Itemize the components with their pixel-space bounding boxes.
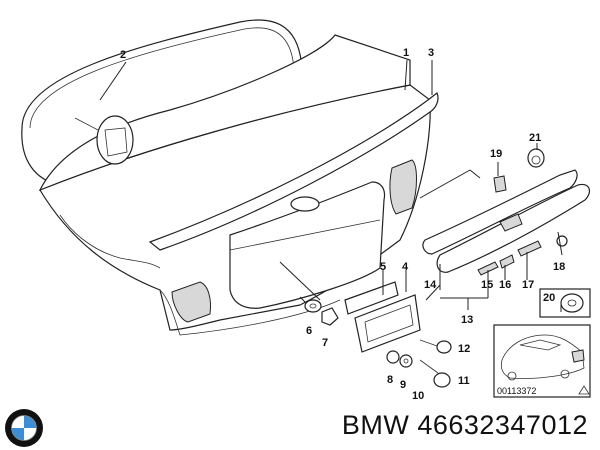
warning-triangle-icon xyxy=(578,385,590,395)
callout-14: 14 xyxy=(424,279,437,291)
callout-5: 5 xyxy=(380,261,386,273)
callout-3: 3 xyxy=(428,47,434,59)
pad-15 xyxy=(477,261,499,276)
callout-9: 9 xyxy=(400,379,406,391)
right-lamp-cutout xyxy=(389,159,417,215)
bmw-logo-icon xyxy=(5,409,43,447)
part-9 xyxy=(399,354,413,368)
callout-6: 6 xyxy=(306,325,312,337)
trim-strip-14 xyxy=(422,169,578,255)
callout-2: 2 xyxy=(120,49,126,61)
part-8 xyxy=(386,350,400,364)
callout-10: 10 xyxy=(412,390,424,402)
callout-8: 8 xyxy=(387,374,393,386)
inset-car-icon xyxy=(500,334,585,379)
lock-detail xyxy=(96,115,134,165)
callout-19: 19 xyxy=(490,148,502,160)
tape-roll-icon xyxy=(560,293,584,313)
spoiler-lip xyxy=(148,92,439,251)
callout-17: 17 xyxy=(522,279,534,291)
callout-4: 4 xyxy=(402,261,409,273)
left-lamp-cutout xyxy=(171,281,211,323)
nut-7 xyxy=(321,307,339,326)
brand-name: BMW xyxy=(341,410,410,440)
callout-21: 21 xyxy=(529,132,541,144)
inset-ref-code: 00113372 xyxy=(497,386,536,396)
plate-backing-5 xyxy=(344,281,399,315)
callout-1: 1 xyxy=(403,47,409,59)
cap-11 xyxy=(433,372,451,388)
trim-handle-13 xyxy=(436,183,591,273)
pad-16 xyxy=(499,254,515,269)
screw-10 xyxy=(419,359,439,374)
callout-15: 15 xyxy=(481,279,493,291)
callout-18: 18 xyxy=(553,261,565,273)
washer-6 xyxy=(304,299,322,313)
clip-19 xyxy=(493,175,507,193)
callout-20: 20 xyxy=(543,292,555,304)
callout-11: 11 xyxy=(458,375,470,387)
plate-recess xyxy=(229,181,386,309)
footer-part-label: BMW 46632347012 xyxy=(342,410,588,441)
callout-12: 12 xyxy=(458,343,470,355)
emblem-mount xyxy=(290,196,320,212)
callout-7: 7 xyxy=(322,337,328,349)
callout-16: 16 xyxy=(499,279,511,291)
grommet-21 xyxy=(527,148,545,168)
part-number: 46632347012 xyxy=(417,410,588,440)
callout-13: 13 xyxy=(461,314,473,326)
pad-17 xyxy=(517,240,542,257)
plate-bracket-4 xyxy=(354,294,421,353)
